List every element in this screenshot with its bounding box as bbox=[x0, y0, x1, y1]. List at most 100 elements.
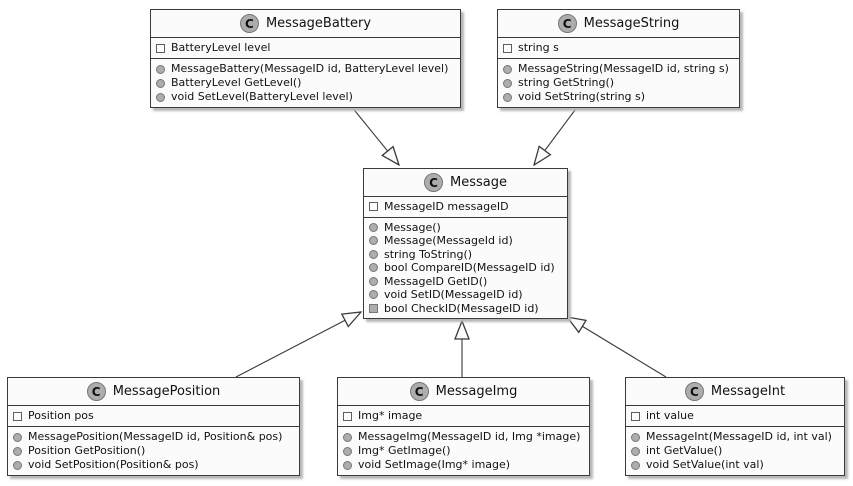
method-row: void SetID(MessageID id) bbox=[369, 288, 562, 302]
class-message: C Message MessageID messageID Message() … bbox=[363, 168, 568, 319]
method-row: MessageInt(MessageID id, int val) bbox=[631, 430, 839, 444]
method-row: void SetString(string s) bbox=[503, 90, 734, 104]
methods-compartment: MessagePosition(MessageID id, Position& … bbox=[8, 426, 299, 475]
class-stereotype-icon: C bbox=[684, 382, 704, 401]
class-stereotype-icon: C bbox=[86, 382, 106, 401]
class-stereotype-icon: C bbox=[409, 382, 429, 401]
method-row: bool CompareID(MessageID id) bbox=[369, 261, 562, 275]
field-icon bbox=[503, 43, 512, 53]
public-method-icon bbox=[631, 460, 640, 470]
public-method-icon bbox=[343, 432, 352, 442]
method-text: string GetString() bbox=[518, 76, 615, 89]
class-title-bar: C MessagePosition bbox=[8, 378, 299, 405]
class-title-bar: C MessageString bbox=[498, 10, 739, 37]
field-row: BatteryLevel level bbox=[156, 41, 455, 55]
methods-compartment: MessageInt(MessageID id, int val) int Ge… bbox=[626, 426, 844, 475]
method-text: Position GetPosition() bbox=[28, 444, 146, 457]
fields-compartment: Img* image bbox=[338, 405, 589, 426]
field-text: int value bbox=[646, 409, 694, 422]
public-method-icon bbox=[156, 92, 165, 102]
field-text: BatteryLevel level bbox=[171, 41, 271, 54]
field-row: Img* image bbox=[343, 409, 584, 423]
field-icon bbox=[631, 411, 640, 421]
method-text: MessageString(MessageID id, string s) bbox=[518, 62, 729, 75]
method-row: Position GetPosition() bbox=[13, 444, 294, 458]
method-text: string ToString() bbox=[384, 247, 473, 261]
class-name: MessagePosition bbox=[112, 384, 221, 399]
method-text: bool CheckID(MessageID id) bbox=[384, 301, 539, 315]
fields-compartment: int value bbox=[626, 405, 844, 426]
public-method-icon bbox=[156, 64, 165, 74]
public-method-icon bbox=[156, 78, 165, 88]
public-method-icon bbox=[369, 276, 378, 286]
public-method-icon bbox=[369, 249, 378, 259]
edge-messagestring-to-message bbox=[534, 105, 579, 165]
public-method-icon bbox=[503, 92, 512, 102]
method-row: Message(MessageId id) bbox=[369, 234, 562, 248]
method-text: void SetID(MessageID id) bbox=[384, 288, 523, 301]
field-text: string s bbox=[518, 41, 559, 54]
method-text: MessageImg(MessageID id, Img *image) bbox=[358, 430, 581, 443]
field-row: Position pos bbox=[13, 409, 294, 423]
public-method-icon bbox=[503, 64, 512, 74]
public-method-icon bbox=[369, 222, 378, 232]
class-stereotype-icon: C bbox=[424, 173, 443, 192]
edge-messageint-to-message bbox=[567, 317, 667, 378]
public-method-icon bbox=[369, 290, 378, 300]
class-icon-letter: C bbox=[429, 175, 438, 190]
class-name: MessageImg bbox=[435, 384, 518, 399]
field-row: MessageID messageID bbox=[369, 200, 562, 214]
method-row: BatteryLevel GetLevel() bbox=[156, 76, 455, 90]
method-row: MessageID GetID() bbox=[369, 275, 562, 289]
method-text: void SetString(string s) bbox=[518, 90, 646, 103]
class-messagebattery: C MessageBattery BatteryLevel level Mess… bbox=[150, 9, 461, 108]
field-icon bbox=[13, 411, 22, 421]
public-method-icon bbox=[13, 446, 22, 456]
class-stereotype-icon: C bbox=[239, 14, 259, 33]
method-row: int GetValue() bbox=[631, 444, 839, 458]
class-messageposition: C MessagePosition Position pos MessagePo… bbox=[7, 377, 300, 476]
method-row: MessageBattery(MessageID id, BatteryLeve… bbox=[156, 62, 455, 76]
edge-messagebattery-to-message bbox=[350, 105, 399, 165]
method-text: void SetLevel(BatteryLevel level) bbox=[171, 90, 353, 103]
method-text: bool CompareID(MessageID id) bbox=[384, 261, 555, 274]
public-method-icon bbox=[503, 78, 512, 88]
methods-compartment: MessageBattery(MessageID id, BatteryLeve… bbox=[151, 58, 460, 107]
method-text: int GetValue() bbox=[646, 444, 723, 457]
methods-compartment: Message() Message(MessageId id) string T… bbox=[364, 216, 567, 319]
public-method-icon bbox=[343, 460, 352, 470]
fields-compartment: MessageID messageID bbox=[364, 196, 567, 217]
method-row: MessageString(MessageID id, string s) bbox=[503, 62, 734, 76]
method-row: Message() bbox=[369, 221, 562, 235]
public-method-icon bbox=[343, 446, 352, 456]
field-text: Position pos bbox=[28, 409, 94, 422]
class-title-bar: C Message bbox=[364, 169, 567, 196]
fields-compartment: Position pos bbox=[8, 405, 299, 426]
class-messageimg: C MessageImg Img* image MessageImg(Messa… bbox=[337, 377, 590, 476]
method-text: void SetValue(int val) bbox=[646, 458, 764, 471]
method-text: BatteryLevel GetLevel() bbox=[171, 76, 302, 89]
methods-compartment: MessageImg(MessageID id, Img *image) Img… bbox=[338, 426, 589, 475]
class-icon-letter: C bbox=[414, 384, 424, 399]
method-row: string ToString() bbox=[369, 248, 562, 262]
class-icon-letter: C bbox=[690, 384, 699, 399]
method-row: void SetLevel(BatteryLevel level) bbox=[156, 90, 455, 104]
method-text: void SetPosition(Position& pos) bbox=[28, 458, 199, 471]
method-row: void SetPosition(Position& pos) bbox=[13, 458, 294, 472]
field-row: string s bbox=[503, 41, 734, 55]
public-method-icon bbox=[631, 446, 640, 456]
private-method-icon bbox=[369, 303, 378, 313]
field-icon bbox=[343, 411, 352, 421]
field-text: Img* image bbox=[358, 409, 423, 422]
class-icon-letter: C bbox=[91, 384, 101, 399]
class-messageint: C MessageInt int value MessageInt(Messag… bbox=[625, 377, 845, 476]
class-name: MessageInt bbox=[710, 384, 786, 399]
class-name: MessageString bbox=[583, 16, 680, 31]
field-icon bbox=[156, 43, 165, 53]
fields-compartment: string s bbox=[498, 37, 739, 58]
class-icon-letter: C bbox=[245, 16, 254, 31]
method-text: MessageInt(MessageID id, int val) bbox=[646, 430, 832, 443]
method-text: MessageID GetID() bbox=[384, 274, 488, 288]
method-text: MessagePosition(MessageID id, Position& … bbox=[28, 430, 283, 443]
